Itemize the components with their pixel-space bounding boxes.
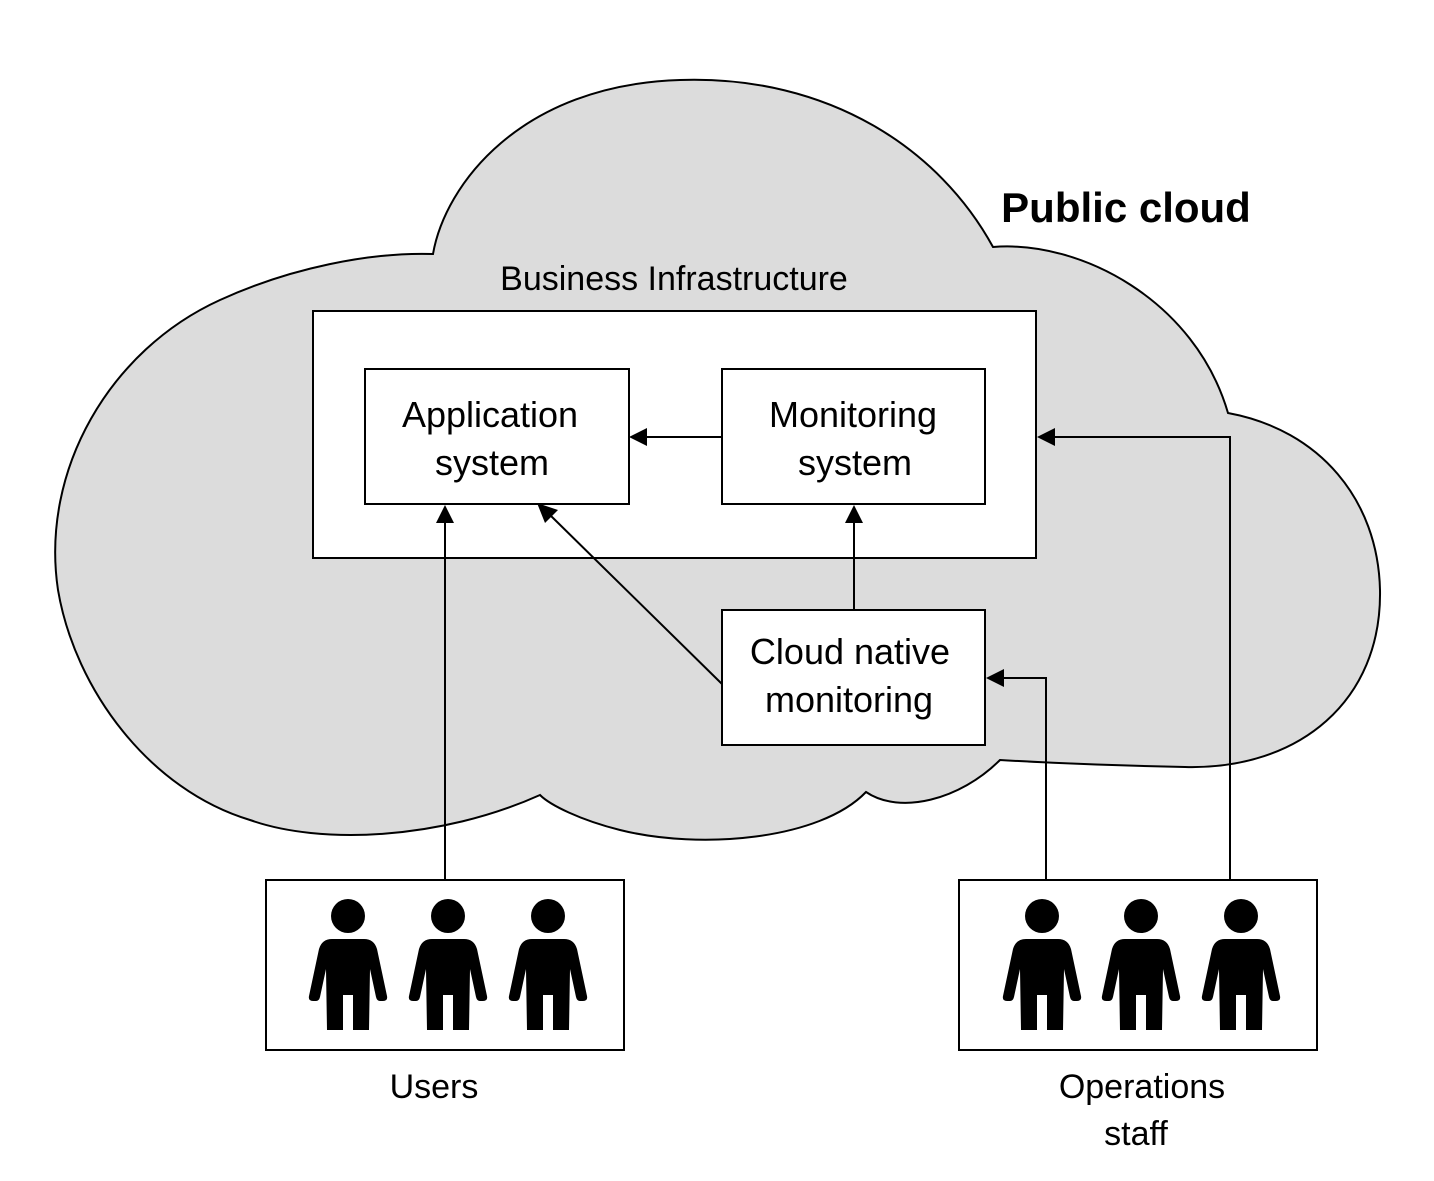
- cloud-native-monitoring-box: [721, 609, 986, 746]
- monitoring-system-label-line1: Monitoring: [769, 394, 937, 435]
- connector-cloud-native-to-application: [537, 503, 723, 685]
- application-system-box: [364, 368, 630, 505]
- connector-operations-to-cloud-native: [986, 669, 1047, 880]
- cloud-native-monitoring-label-line2: monitoring: [765, 679, 933, 720]
- connector-users-to-application: [436, 505, 454, 880]
- connector-monitoring-to-application: [629, 428, 722, 446]
- operations-staff-label-line2: staff: [1104, 1115, 1168, 1153]
- connector-cloud-native-to-monitoring: [845, 505, 863, 610]
- business-infrastructure-label: Business Infrastructure: [500, 260, 848, 298]
- operations-staff-label-line1: Operations: [1059, 1068, 1225, 1106]
- cloud-native-monitoring-label-line1: Cloud native: [750, 631, 950, 672]
- users-label: Users: [390, 1068, 479, 1106]
- application-system-label-line2: system: [435, 442, 549, 483]
- application-system-label-line1: Application: [402, 394, 578, 435]
- connector-operations-to-infrastructure: [1037, 428, 1231, 880]
- cloud-title: Public cloud: [1001, 184, 1251, 231]
- monitoring-system-box: [721, 368, 986, 505]
- monitoring-system-label-line2: system: [798, 442, 912, 483]
